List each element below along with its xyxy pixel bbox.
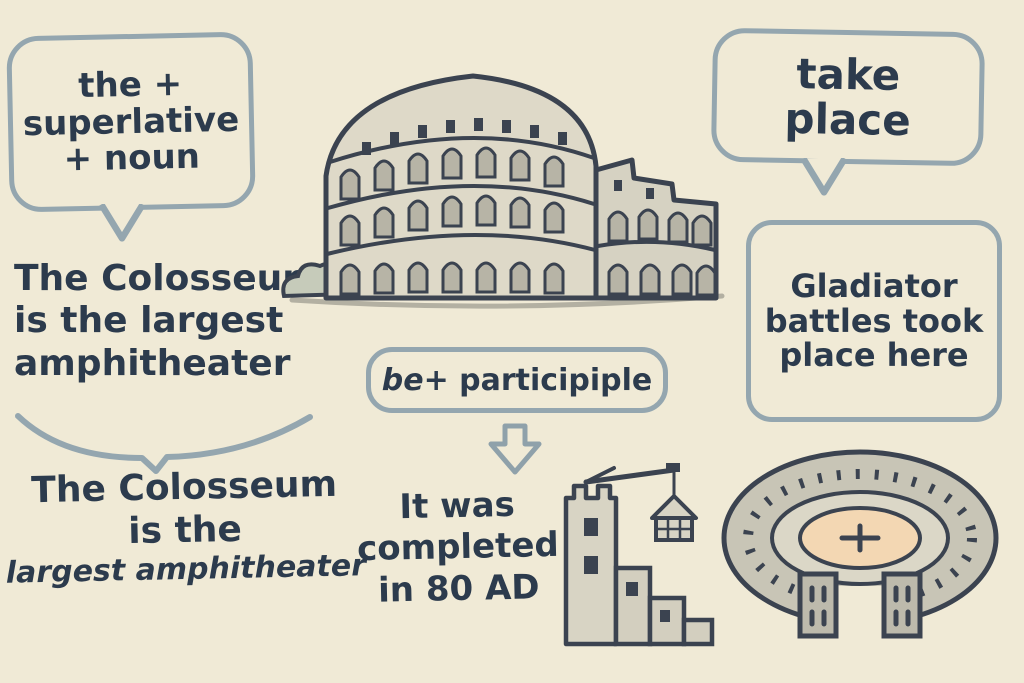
sentence-line: The Colosseum xyxy=(30,463,338,512)
sentence-line: is the largest xyxy=(14,300,284,342)
speech-bubble-tail-icon xyxy=(98,204,146,242)
bubble-text-line: superlative xyxy=(22,99,240,144)
sentence-line: amphitheater xyxy=(14,342,291,384)
pill-rest-text: + participiple xyxy=(423,362,653,398)
bubble-text-line: take xyxy=(796,48,901,100)
speech-tail-curve-icon xyxy=(15,413,313,474)
example-superlative-sentence: The Colosseum is the largest amphitheate… xyxy=(14,258,324,385)
bubble-text-line: + noun xyxy=(63,136,201,180)
bubble-text-line: the + xyxy=(77,63,183,107)
colosseum-illustration xyxy=(281,73,725,309)
construction-crane-illustration xyxy=(563,463,715,647)
speech-bubble-take-place: take place xyxy=(710,27,986,167)
bubble-text-line: Gladiator xyxy=(790,267,958,306)
bubble-text-line: battles took xyxy=(764,301,984,340)
sentence-line: completed xyxy=(356,525,560,570)
bubble-text-line: place here xyxy=(779,336,969,375)
speech-bubble-superlative: the + superlative + noun xyxy=(6,31,256,213)
example-passive-sentence: It was completed in 80 AD xyxy=(347,484,570,613)
sentence-line: in 80 AD xyxy=(377,567,540,611)
grammar-pill-be-participle: be + participiple xyxy=(366,347,668,413)
sentence-line-italic: largest amphitheater xyxy=(5,548,367,592)
speech-bubble-gladiator: Gladiator battles took place here xyxy=(746,220,1002,422)
sentence-line: The Colosseum xyxy=(14,258,320,299)
example-superlative-sentence-repeat: The Colosseum is the largest amphitheate… xyxy=(1,462,369,592)
sentence-line: It was xyxy=(399,484,516,528)
bubble-text-line: place xyxy=(784,93,912,146)
pill-italic-word: be xyxy=(381,362,424,398)
arena-cross-icon xyxy=(839,523,881,553)
sentence-line: is the xyxy=(127,509,243,553)
amphitheater-arena-illustration xyxy=(721,449,999,654)
down-arrow-icon xyxy=(488,423,542,475)
speech-bubble-tail-icon xyxy=(800,158,848,196)
